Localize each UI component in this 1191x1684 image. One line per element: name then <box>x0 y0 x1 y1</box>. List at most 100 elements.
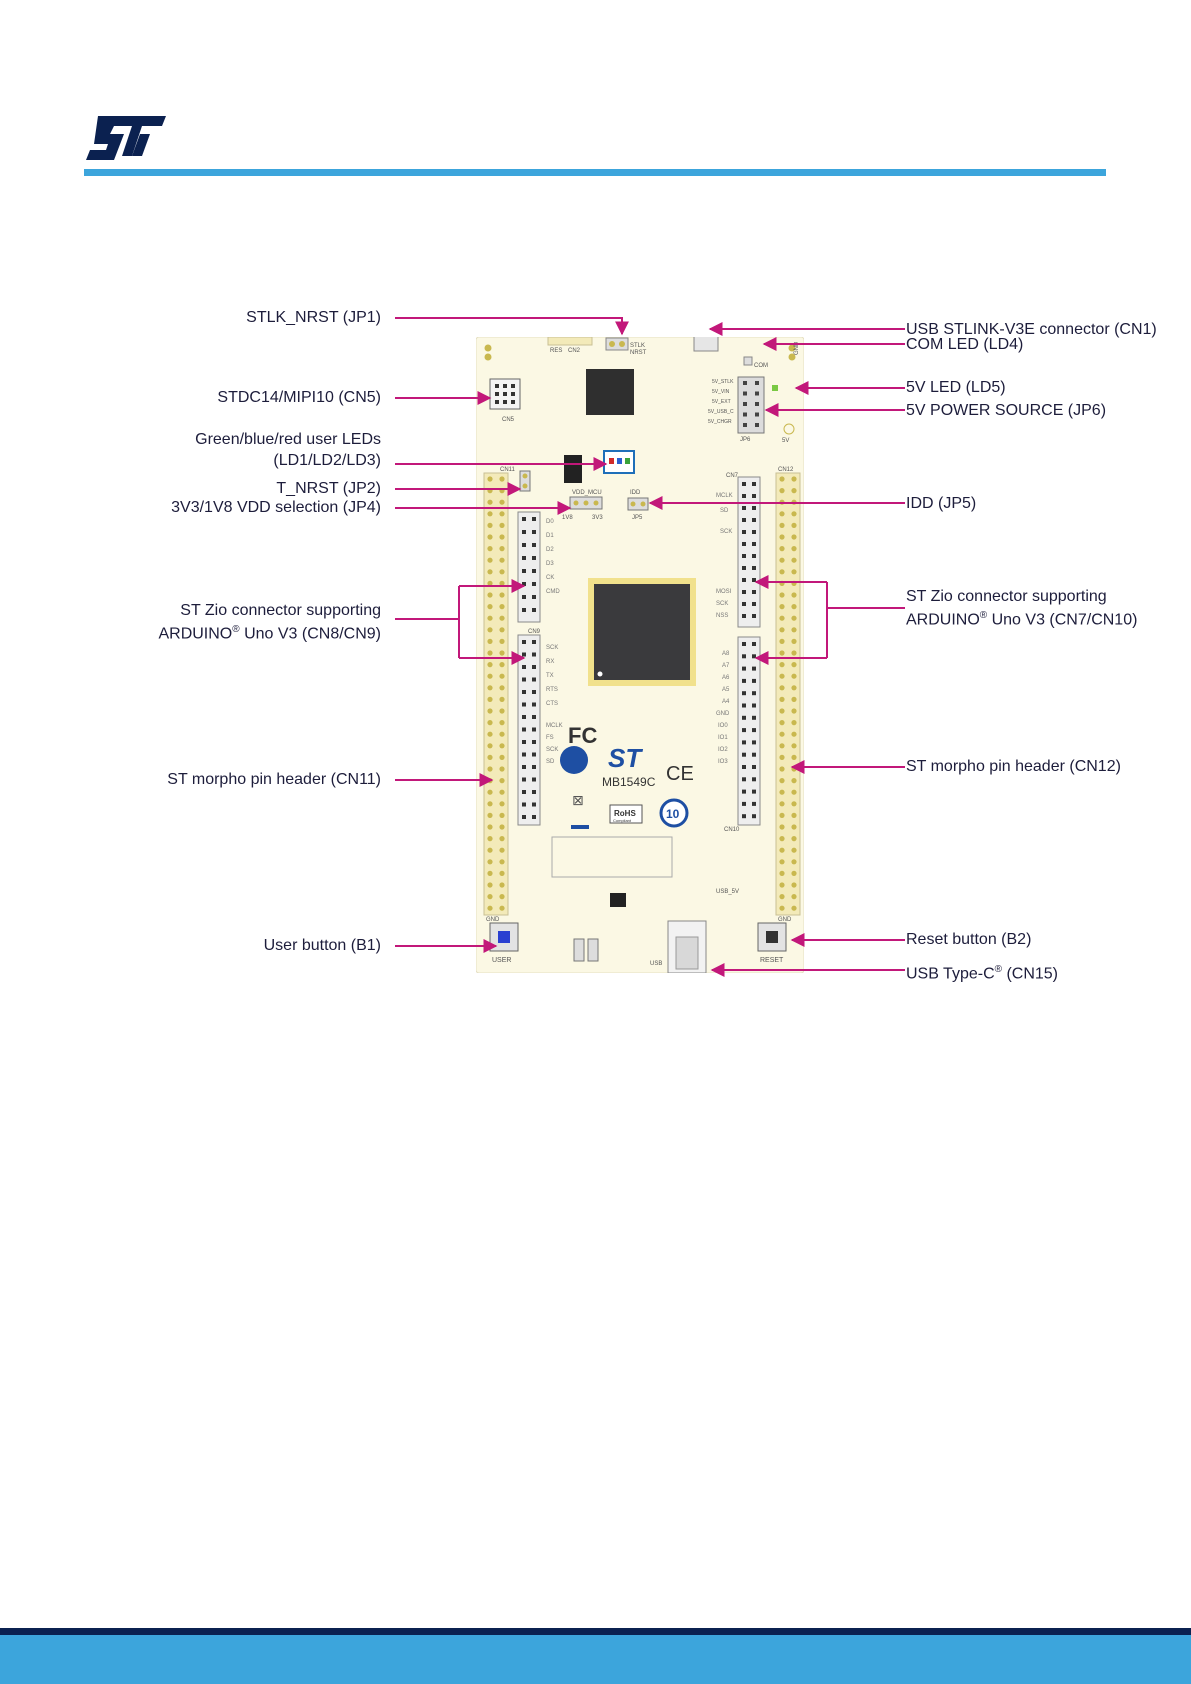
svg-text:NSS: NSS <box>716 613 728 619</box>
footer-rule <box>0 1628 1191 1635</box>
svg-text:IDD: IDD <box>630 490 641 496</box>
callout-zio-left-line1: ST Zio connector supporting <box>180 602 381 619</box>
callout-stlk-nrst: STLK_NRST (JP1) <box>246 309 381 326</box>
svg-text:5V_USB_C: 5V_USB_C <box>708 409 734 415</box>
callout-zio-right: ST Zio connector supporting ARDUINO® Uno… <box>906 587 1137 629</box>
callout-idd: IDD (JP5) <box>906 495 977 512</box>
svg-text:GND: GND <box>794 341 800 355</box>
callout-user-leds-line2: (LD1/LD2/LD3) <box>273 452 381 469</box>
svg-text:5V: 5V <box>782 438 789 444</box>
svg-text:5V_EXT: 5V_EXT <box>712 399 731 405</box>
callout-vdd-selection: 3V3/1V8 VDD selection (JP4) <box>171 499 381 516</box>
svg-text:GND: GND <box>486 917 500 923</box>
svg-text:1V8: 1V8 <box>562 515 573 521</box>
svg-text:CN5: CN5 <box>502 417 515 423</box>
svg-text:MOSI: MOSI <box>716 589 732 595</box>
svg-text:IO2: IO2 <box>718 747 728 753</box>
zio-connector-cn7 <box>737 476 761 628</box>
svg-text:USB_5V: USB_5V <box>716 889 739 895</box>
svg-text:⊠: ⊠ <box>572 793 584 809</box>
line-stlk-nrst <box>395 317 629 336</box>
callout-zio-left: ST Zio connector supporting ARDUINO® Uno… <box>158 601 381 643</box>
svg-text:JP5: JP5 <box>632 515 643 521</box>
svg-text:CK: CK <box>546 575 554 581</box>
callout-user-button: User button (B1) <box>263 937 381 954</box>
callout-reset-button: Reset button (B2) <box>906 931 1032 948</box>
svg-text:MCLK: MCLK <box>716 493 733 499</box>
callout-usb-type-c: USB Type-C® (CN15) <box>906 964 1059 983</box>
morpho-header-cn11 <box>483 472 509 916</box>
svg-text:5V_CHGR: 5V_CHGR <box>708 419 732 425</box>
callout-user-leds-line1: Green/blue/red user LEDs <box>195 431 381 448</box>
svg-text:GND: GND <box>716 711 730 717</box>
svg-text:D2: D2 <box>546 547 554 553</box>
svg-text:NRST: NRST <box>630 350 647 356</box>
svg-text:IO3: IO3 <box>718 759 728 765</box>
svg-text:RX: RX <box>546 659 554 665</box>
svg-text:CN12: CN12 <box>778 467 794 473</box>
svg-text:CE: CE <box>666 763 694 785</box>
svg-text:RESET: RESET <box>760 957 784 964</box>
svg-text:SCK: SCK <box>546 747 558 753</box>
svg-text:Compliant: Compliant <box>613 818 632 823</box>
callout-stdc14: STDC14/MIPI10 (CN5) <box>217 389 381 406</box>
callout-5v-led: 5V LED (LD5) <box>906 379 1006 396</box>
svg-text:FS: FS <box>546 735 554 741</box>
svg-text:CN10: CN10 <box>724 827 740 833</box>
svg-text:GND: GND <box>778 917 792 923</box>
callout-zio-left-line2: ARDUINO® Uno V3 (CN8/CN9) <box>158 624 381 643</box>
svg-text:RoHS: RoHS <box>614 809 636 818</box>
svg-text:5V_STLK: 5V_STLK <box>712 379 734 385</box>
callout-usb-stlink: USB STLINK-V3E connector (CN1) <box>906 321 1157 338</box>
svg-text:10: 10 <box>666 807 680 821</box>
svg-text:A5: A5 <box>722 687 730 693</box>
svg-text:A8: A8 <box>722 651 730 657</box>
svg-text:SD: SD <box>720 508 729 514</box>
callout-morpho-left: ST morpho pin header (CN11) <box>167 771 381 788</box>
svg-text:RES: RES <box>550 348 562 354</box>
svg-text:CN2: CN2 <box>568 348 581 354</box>
svg-text:MCLK: MCLK <box>546 723 563 729</box>
svg-text:D1: D1 <box>546 533 554 539</box>
svg-text:FC: FC <box>568 723 597 748</box>
callout-t-nrst: T_NRST (JP2) <box>276 480 381 497</box>
svg-text:IO1: IO1 <box>718 735 728 741</box>
svg-text:SCK: SCK <box>716 601 728 607</box>
callout-morpho-right: ST morpho pin header (CN12) <box>906 758 1121 775</box>
header-rule <box>84 169 1106 176</box>
callout-user-leds: Green/blue/red user LEDs (LD1/LD2/LD3) <box>195 430 381 470</box>
footer-band <box>0 1635 1191 1684</box>
svg-text:COM: COM <box>754 363 768 369</box>
svg-text:A7: A7 <box>722 663 730 669</box>
svg-text:CMD: CMD <box>546 589 560 595</box>
callout-zio-right-line1: ST Zio connector supporting <box>906 588 1107 605</box>
svg-text:5V_VIN: 5V_VIN <box>712 389 730 395</box>
svg-text:SD: SD <box>546 759 555 765</box>
svg-text:USER: USER <box>492 957 511 964</box>
zio-connector-cn8 <box>517 511 541 623</box>
svg-text:D3: D3 <box>546 561 554 567</box>
svg-text:JP6: JP6 <box>740 437 751 443</box>
svg-text:3V3: 3V3 <box>592 515 603 521</box>
svg-text:MB1549C: MB1549C <box>602 775 656 789</box>
svg-text:CN9: CN9 <box>528 629 541 635</box>
callout-com-led: COM LED (LD4) <box>906 336 1024 353</box>
svg-text:D0: D0 <box>546 519 554 525</box>
svg-text:CN11: CN11 <box>500 467 516 473</box>
zio-connector-cn10 <box>737 636 761 826</box>
svg-text:ST: ST <box>608 743 643 773</box>
callout-zio-right-line2: ARDUINO® Uno V3 (CN7/CN10) <box>906 610 1138 629</box>
nucleo-board-image: D0 D1 D2 D3 CK CMD SCK RX TX RTS CTS MCL… <box>476 337 804 973</box>
svg-text:CTS: CTS <box>546 701 558 707</box>
svg-text:USB: USB <box>650 961 662 967</box>
svg-text:CN7: CN7 <box>726 473 739 479</box>
svg-text:SCK: SCK <box>720 529 732 535</box>
svg-text:STLK: STLK <box>630 343 645 349</box>
callout-power-source: 5V POWER SOURCE (JP6) <box>906 402 1107 419</box>
st-logo <box>86 116 166 160</box>
svg-text:SCK: SCK <box>546 645 558 651</box>
svg-text:IO0: IO0 <box>718 723 728 729</box>
svg-text:A6: A6 <box>722 675 730 681</box>
svg-text:RTS: RTS <box>546 687 558 693</box>
